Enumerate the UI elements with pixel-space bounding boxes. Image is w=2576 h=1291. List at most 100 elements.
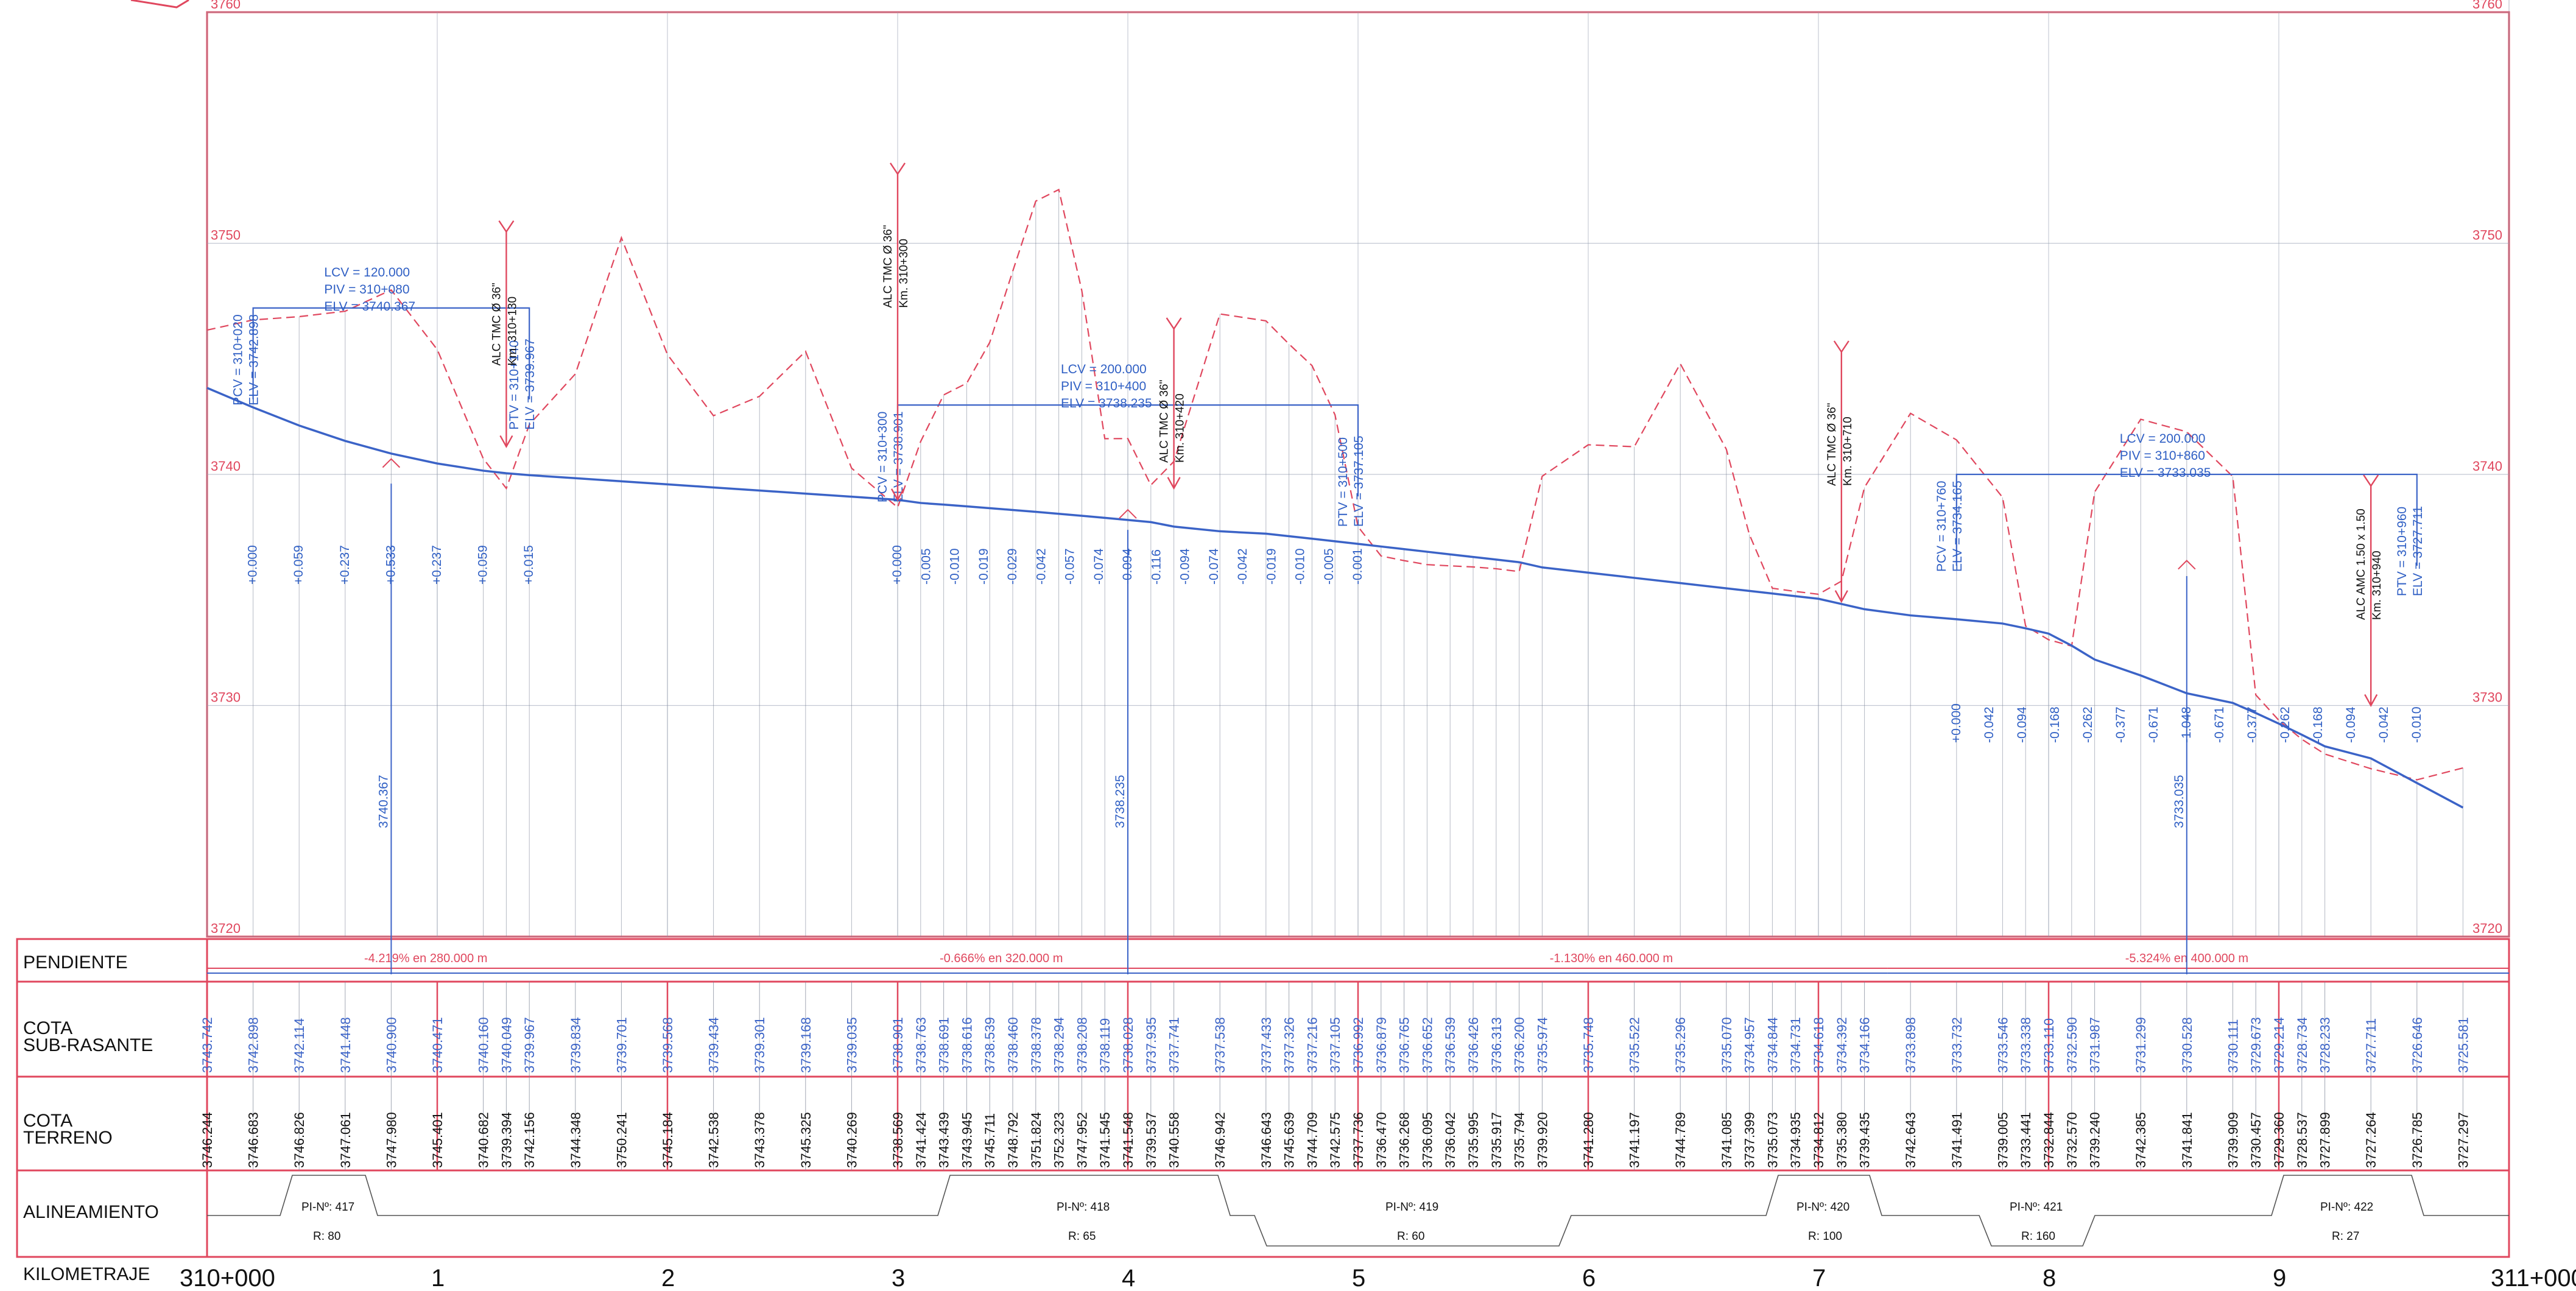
alignment-pi-number: PI-Nº: 418 <box>1057 1201 1110 1214</box>
culvert-label: ALC TMC Ø 36" <box>490 283 503 365</box>
culvert-bottom-arrow <box>890 488 905 502</box>
row-label-cota-ter: COTA <box>23 1111 72 1131</box>
subgrade-elevation-value: 3737.741 <box>1167 1017 1182 1073</box>
terrain-elevation-value: 3735.995 <box>1466 1112 1481 1168</box>
subgrade-elevation-value: 3738.539 <box>982 1017 998 1073</box>
subgrade-elevation-value: 3733.546 <box>1995 1017 2010 1073</box>
subgrade-elevation-value: 3738.901 <box>890 1017 906 1073</box>
culvert-top-arrow <box>890 162 906 175</box>
elevation-label-left: 3730 <box>211 690 241 705</box>
terrain-elevation-value: 3745.401 <box>430 1112 445 1168</box>
vertical-curve-offset: -0.019 <box>977 548 991 585</box>
culvert-bottom-arrow <box>499 435 513 448</box>
terrain-elevation-value: 3747.061 <box>338 1112 353 1168</box>
vertical-curve-offset: -0.057 <box>1063 548 1077 585</box>
vertical-curve-offset: -0.377 <box>2245 706 2259 743</box>
row-label-cota-sub: COTA <box>23 1018 72 1038</box>
terrain-elevation-value: 3747.952 <box>1074 1112 1089 1168</box>
vertical-curve-offset: +0.000 <box>890 545 904 585</box>
vertical-curve-pcv-elv: ELV = 3734.165 <box>1951 480 1965 572</box>
elevation-label-left: 3750 <box>211 228 241 243</box>
vertical-curve-lcv: LCV = 120.000 <box>324 266 410 280</box>
terrain-elevation-value: 3746.244 <box>200 1112 215 1168</box>
subgrade-elevation-value: 3738.028 <box>1121 1017 1136 1073</box>
km-station-label: 310+000 <box>180 1265 275 1291</box>
piv-marker <box>2178 560 2196 570</box>
terrain-elevation-value: 3736.042 <box>1443 1112 1458 1168</box>
subgrade-elevation-value: 3730.111 <box>2225 1019 2240 1074</box>
subgrade-elevation-value: 3739.834 <box>568 1017 583 1073</box>
terrain-elevation-value: 3741.085 <box>1719 1112 1734 1168</box>
vertical-curve-pcv-label: PCV = 310+020 <box>231 314 245 405</box>
subgrade-elevation-value: 3742.114 <box>292 1018 307 1073</box>
terrain-elevation-value: 3744.789 <box>1673 1112 1688 1168</box>
vertical-curve-offset: +0.000 <box>1949 703 1963 743</box>
terrain-elevation-value: 3748.792 <box>1005 1112 1021 1168</box>
vertical-curve-offset: -0.042 <box>1982 706 1996 743</box>
piv-marker <box>1119 508 1137 519</box>
terrain-elevation-value: 3739.920 <box>1535 1112 1550 1168</box>
vertical-curve-offset: +0.237 <box>338 545 352 585</box>
row-label-kilometraje: KILOMETRAJE <box>23 1264 150 1284</box>
piv-elevation-dimension: 3740.367 <box>376 775 390 828</box>
subgrade-elevation-value: 3738.294 <box>1052 1017 1067 1073</box>
vertical-curve-offset: -0.094 <box>2344 706 2358 743</box>
subgrade-elevation-value: 3736.879 <box>1374 1017 1389 1073</box>
subgrade-elevation-value: 3734.392 <box>1834 1017 1849 1073</box>
terrain-elevation-value: 3735.917 <box>1489 1112 1504 1168</box>
culvert-label: ALC AMC 1.50 x 1.50 <box>2355 508 2368 620</box>
vertical-curve-piv: PIV = 310+860 <box>2120 449 2205 463</box>
vertical-curve-offset: +0.015 <box>522 545 536 585</box>
km-station-label: 8 <box>2043 1265 2056 1291</box>
subgrade-elevation-value: 3738.208 <box>1074 1017 1089 1073</box>
vertical-curve-offset: -0.010 <box>1293 548 1307 585</box>
subgrade-elevation-value: 3734.957 <box>1742 1017 1758 1073</box>
elevation-label-left: 3740 <box>211 459 241 474</box>
vertical-curve-offset: -0.671 <box>2212 706 2226 743</box>
subgrade-elevation-value: 3740.471 <box>430 1017 445 1073</box>
terrain-elevation-value: 3741.548 <box>1121 1112 1136 1168</box>
terrain-elevation-value: 3728.537 <box>2295 1112 2310 1168</box>
subgrade-elevation-value: 3735.070 <box>1719 1017 1734 1073</box>
culvert-station: Km. 310+130 <box>506 297 519 366</box>
km-station-label: 6 <box>1582 1265 1596 1291</box>
vertical-curve-offset: -0.168 <box>2048 706 2062 743</box>
terrain-elevation-value: 3742.156 <box>522 1112 537 1168</box>
subgrade-elevation-value: 3736.992 <box>1351 1017 1366 1073</box>
vertical-curve-offset: -0.094 <box>1121 548 1135 585</box>
vertical-curve-offset: -0.262 <box>2081 706 2095 743</box>
grade-label: -1.130% en 460.000 m <box>1550 952 1673 965</box>
vertical-curve-offset: -0.671 <box>2147 706 2161 743</box>
row-label-terreno: TERRENO <box>23 1128 113 1148</box>
grade-label: -0.666% en 320.000 m <box>940 952 1063 965</box>
terrain-elevation-value: 3729.360 <box>2272 1112 2287 1168</box>
subgrade-elevation-value: 3731.987 <box>2088 1017 2103 1073</box>
elevation-label-right: 3720 <box>2472 921 2502 936</box>
subgrade-elevation-value: 3728.233 <box>2318 1017 2333 1073</box>
vertical-curve-ptv-label: PTV = 310+500 <box>1336 437 1350 527</box>
culvert-station: Km. 310+420 <box>1174 393 1187 463</box>
subgrade-elevation-value: 3736.652 <box>1420 1017 1435 1073</box>
terrain-elevation-value: 3752.323 <box>1052 1112 1067 1168</box>
subgrade-elevation-value: 3739.568 <box>660 1017 675 1073</box>
alignment-radius: R: 60 <box>1397 1230 1424 1243</box>
subgrade-elevation-value: 3738.691 <box>937 1017 952 1073</box>
alignment-pi-number: PI-Nº: 419 <box>1385 1201 1438 1214</box>
terrain-elevation-value: 3751.824 <box>1029 1112 1044 1168</box>
vertical-curve-offset: -0.001 <box>1351 548 1365 585</box>
culvert-label: ALC TMC Ø 36" <box>1158 380 1171 463</box>
terrain-elevation-value: 3741.280 <box>1581 1112 1596 1168</box>
alignment-pi-number: PI-Nº: 421 <box>2010 1201 2063 1214</box>
subgrade-elevation-value: 3735.974 <box>1535 1017 1550 1073</box>
vertical-curve-offset: -0.042 <box>2377 706 2391 743</box>
subgrade-elevation-value: 3736.426 <box>1466 1017 1481 1073</box>
subgrade-elevation-value: 3732.590 <box>2064 1017 2080 1073</box>
vertical-curve-offset: +0.533 <box>384 545 398 585</box>
alignment-radius: R: 100 <box>1808 1230 1842 1243</box>
terrain-elevation-value: 3742.643 <box>1903 1112 1918 1168</box>
terrain-elevation-value: 3736.268 <box>1397 1112 1412 1168</box>
terrain-elevation-value: 3727.297 <box>2455 1112 2471 1168</box>
vertical-curve-offset: -0.005 <box>1322 548 1336 585</box>
terrain-elevation-value: 3742.385 <box>2133 1112 2148 1168</box>
